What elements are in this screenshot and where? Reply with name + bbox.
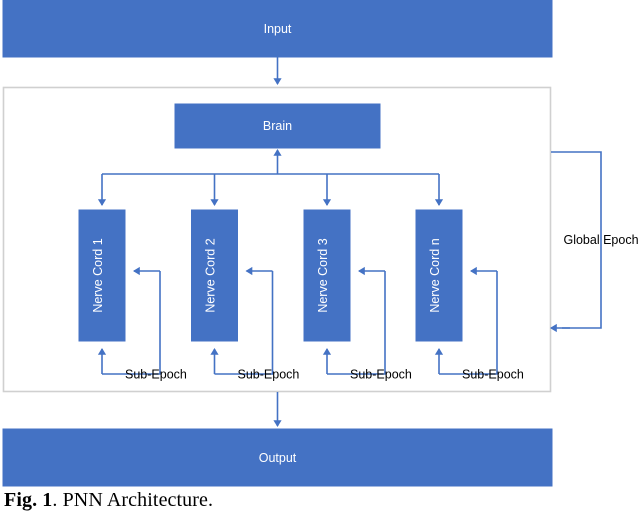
sub-epoch-1-path bbox=[120, 271, 161, 375]
sub-epoch-n-path bbox=[457, 271, 498, 375]
node-nerve-cord-1: Nerve Cord 1 bbox=[78, 209, 126, 342]
sub-epoch-3-label: Sub-Epoch bbox=[350, 368, 412, 382]
nerve-cord-2-label: Nerve Cord 2 bbox=[204, 238, 218, 312]
sub-epoch-2-path bbox=[232, 271, 274, 375]
figure-number: Fig. 1 bbox=[4, 489, 53, 511]
brain-box-shape bbox=[174, 103, 381, 149]
nerve-cord-1-label: Nerve Cord 1 bbox=[91, 238, 105, 312]
sub-epoch-n-label: Sub-Epoch bbox=[462, 368, 524, 382]
node-nerve-cord-n: Nerve Cord n bbox=[415, 209, 463, 342]
figure-caption: Fig. 1. PNN Architecture. bbox=[4, 489, 213, 512]
pnn-architecture-diagram: Input Brain Nerve Cord 1 Sub-Epoch bbox=[2, 0, 639, 487]
output-label: Output bbox=[259, 451, 297, 465]
brain-label: Brain bbox=[263, 119, 292, 133]
global-epoch-path bbox=[551, 151, 602, 329]
input-label: Input bbox=[264, 22, 292, 36]
output-box-shape bbox=[2, 428, 553, 487]
figure-caption-text: . PNN Architecture. bbox=[52, 489, 214, 511]
sub-epoch-2-label: Sub-Epoch bbox=[238, 368, 300, 382]
nerve-cord-n-label: Nerve Cord n bbox=[428, 238, 442, 312]
global-epoch-label: Global Epoch bbox=[563, 233, 638, 247]
nerve-cord-n-box-shape bbox=[415, 209, 463, 342]
nerve-cord-3-box-shape bbox=[303, 209, 351, 342]
nerve-cord-3-label: Nerve Cord 3 bbox=[316, 238, 330, 312]
nerve-cord-2-box-shape bbox=[191, 209, 238, 342]
sub-epoch-3-path bbox=[345, 271, 386, 375]
node-input: Input bbox=[2, 0, 553, 58]
node-brain: Brain bbox=[174, 103, 381, 149]
sub-epoch-1-label: Sub-Epoch bbox=[125, 368, 187, 382]
nerve-cord-1-box-shape bbox=[78, 209, 126, 342]
node-output: Output bbox=[2, 428, 553, 487]
node-nerve-cord-2: Nerve Cord 2 bbox=[191, 209, 238, 342]
node-nerve-cord-3: Nerve Cord 3 bbox=[303, 209, 351, 342]
input-box-shape bbox=[2, 0, 553, 58]
